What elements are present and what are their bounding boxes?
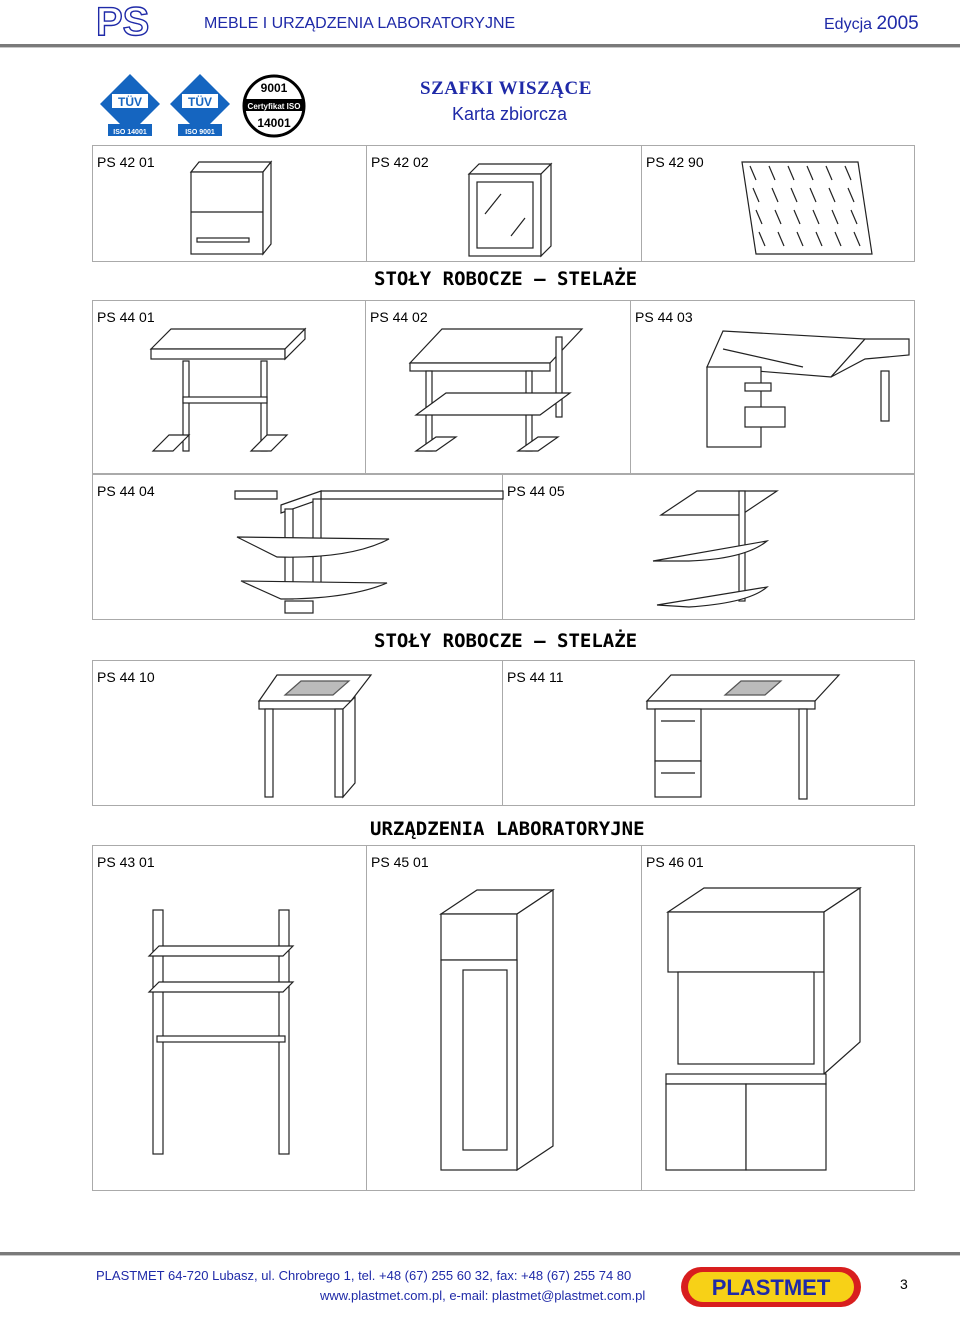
cell-ps4601: PS 46 01 [642,846,914,1190]
page-title: SZAFKI WISZĄCE [420,78,592,99]
peg [777,231,785,247]
peg [815,231,823,247]
svg-text:TÜV: TÜV [118,94,142,109]
row-table-frames: PS 44 01 PS 44 02 PS 44 03 [92,300,915,474]
product-code: PS 43 01 [97,854,155,870]
edition: Edycja 2005 [824,13,919,35]
product-code: PS 44 05 [507,483,565,499]
certification-logos: TÜV ISO 14001 TÜV ISO 9001 9001 Certyfik… [100,74,306,138]
svg-text:9001: 9001 [261,81,288,95]
footer-rule [0,1252,960,1256]
peg [828,187,836,203]
cell-ps4405: PS 44 05 [503,475,914,619]
peg [752,187,760,203]
row-workbench-tables: PS 44 10 PS 44 11 [92,660,915,806]
fume-hood-drawing [665,886,862,1171]
svg-text:PS: PS [96,2,149,38]
svg-text:ISO 14001: ISO 14001 [113,129,147,136]
lab-shelf-stand-drawing [147,909,295,1155]
footer-web: www.plastmet.com.pl, e-mail: plastmet@pl… [320,1288,646,1303]
corner-table-drawing [706,330,910,448]
peg [768,165,776,181]
cell-ps4202: PS 42 02 [367,146,642,261]
cell-ps4403: PS 44 03 [631,301,914,473]
section-title: URZĄDZENIA LABORATORYJNE [370,818,645,840]
peg [844,165,852,181]
cell-ps4401: PS 44 01 [93,301,366,473]
corner-shelf-drawing [652,490,779,608]
cell-ps4410: PS 44 10 [93,661,503,805]
product-code: PS 44 04 [97,483,155,499]
peg [771,187,779,203]
tuv-iso9001-icon: TÜV ISO 9001 [170,74,230,136]
product-code: PS 45 01 [371,854,429,870]
cell-ps4501: PS 45 01 [367,846,642,1190]
section-title: STOŁY ROBOCZE – STELAŻE [374,630,638,652]
workbench-drawers-drawing [645,674,841,800]
svg-text:PLASTMET: PLASTMET [712,1275,831,1300]
row-shelf-frames: PS 44 04 PS 44 05 [92,474,915,620]
cell-ps4201: PS 42 01 [93,146,367,261]
peg [758,231,766,247]
peg [793,209,801,225]
wall-cabinet-drawing [189,160,273,256]
svg-text:TÜV: TÜV [188,94,212,109]
product-code: PS 44 01 [97,309,155,325]
page-number: 3 [900,1276,908,1292]
edition-label: Edycja [824,16,873,33]
peg [831,209,839,225]
peg [755,209,763,225]
workbench-drawing [257,674,373,799]
product-code: PS 42 90 [646,154,704,170]
peg [806,165,814,181]
cell-ps4404: PS 44 04 [93,475,504,619]
svg-text:ISO 9001: ISO 9001 [185,129,215,136]
edition-year: 2005 [876,13,919,34]
glass-cabinet-drawing [467,162,553,258]
peg [796,231,804,247]
product-code: PS 44 10 [97,669,155,685]
peg [809,187,817,203]
row-lab-devices: PS 43 01 PS 45 01 PS 46 01 [92,845,915,1191]
cell-ps4402: PS 44 02 [366,301,631,473]
header-title: MEBLE I URZĄDZENIA LABORATORYJNE [204,15,516,32]
page-subtitle: Karta zbiorcza [452,104,568,124]
cell-ps4411: PS 44 11 [503,661,914,805]
shelf-frame-drawing [234,490,504,614]
peg [749,165,757,181]
peg [834,231,842,247]
product-code: PS 44 03 [635,309,693,325]
tuv-iso14001-icon: TÜV ISO 14001 [100,74,160,136]
product-code: PS 44 11 [507,669,564,685]
peg [825,165,833,181]
table-frame-drawing [149,327,307,452]
footer-address: PLASTMET 64-720 Lubasz, ul. Chrobrego 1,… [96,1268,632,1283]
cell-ps4301: PS 43 01 [93,846,367,1190]
row-hanging-cabinets: PS 42 01 PS 42 02 PS 42 90 [92,145,915,262]
product-code: PS 44 02 [370,309,428,325]
plastmet-logo: PLASTMET [681,1267,861,1307]
product-code: PS 42 01 [97,154,155,170]
iso-certificate-icon: 9001 Certyfikat ISO 14001 [242,74,306,138]
drying-rack-drawing [741,161,873,255]
ps-logo: PS [96,2,150,38]
peg [847,187,855,203]
peg [774,209,782,225]
peg [850,209,858,225]
svg-text:14001: 14001 [257,116,291,130]
peg [787,165,795,181]
product-code: PS 46 01 [646,854,704,870]
peg [790,187,798,203]
storage-cabinet-drawing [439,888,555,1172]
svg-text:Certyfikat ISO: Certyfikat ISO [248,102,301,111]
peg [812,209,820,225]
peg [853,231,861,247]
product-code: PS 42 02 [371,154,429,170]
cell-ps4290: PS 42 90 [642,146,914,261]
table-frame-shelf-drawing [408,328,584,452]
header-rule [0,44,960,48]
section-title: STOŁY ROBOCZE – STELAŻE [374,268,638,290]
